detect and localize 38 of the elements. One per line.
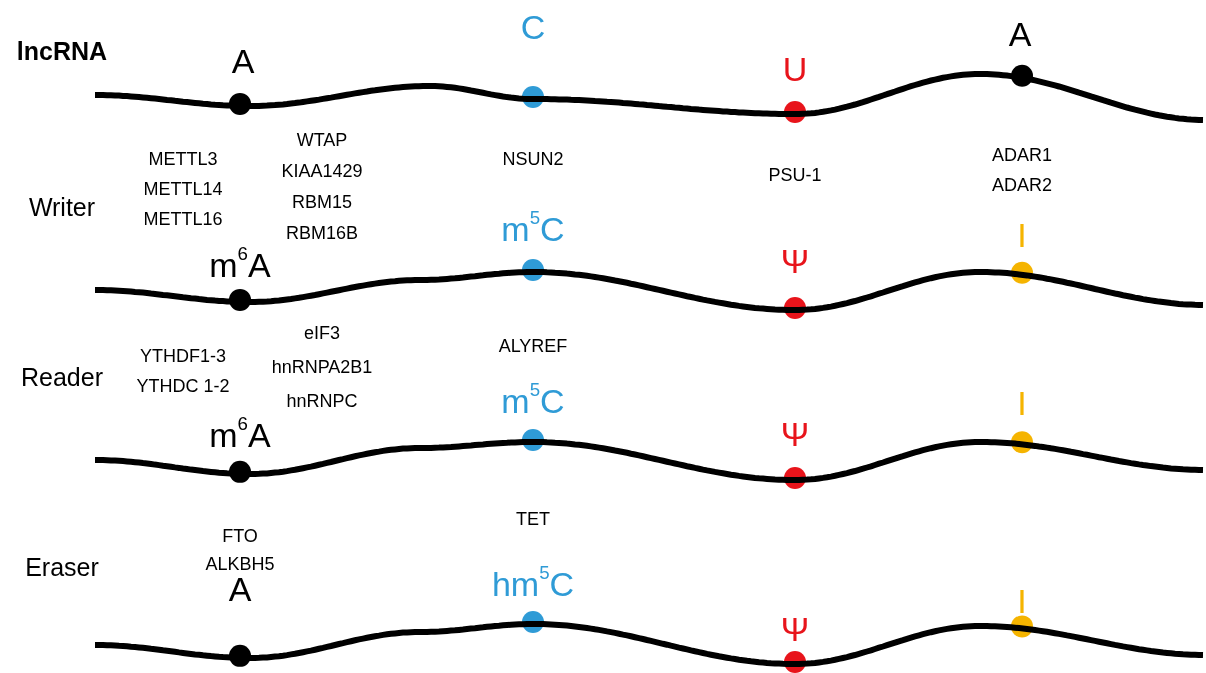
enzyme-name: ADAR2 <box>992 176 1052 196</box>
enzyme-name: YTHDC 1-2 <box>136 377 230 397</box>
nucleotide-label: m$^{6}$A <box>209 417 271 455</box>
row-heading: Reader <box>21 364 103 392</box>
nucleotide-label: U <box>782 51 808 89</box>
row-heading: lncRNA <box>16 38 108 66</box>
nucleotide-label: Ψ <box>780 416 810 454</box>
enzyme-name: eIF3 <box>304 324 340 344</box>
enzyme-name: hnRNPA2B1 <box>271 358 373 378</box>
nucleotide-label: Ψ <box>780 243 810 281</box>
enzyme-name: TET <box>516 510 550 530</box>
row-heading: Eraser <box>25 554 99 582</box>
nucleotide-label: A <box>1008 16 1032 54</box>
nucleotide-label: A <box>231 43 255 81</box>
nucleotide-label: I <box>1017 217 1027 255</box>
nucleotide-label: m$^{5}$C <box>501 383 565 421</box>
enzyme-name: METTL16 <box>143 210 223 230</box>
nucleotide-label: C <box>520 9 546 47</box>
nucleotide-label: hm$^{5}$C <box>491 566 575 604</box>
enzyme-name: PSU-1 <box>768 166 822 186</box>
enzyme-name: NSUN2 <box>502 150 564 170</box>
enzyme-name: METTL3 <box>148 150 218 170</box>
nucleotide-label: I <box>1017 385 1027 423</box>
enzyme-name: ALYREF <box>498 337 568 357</box>
enzyme-name: ADAR1 <box>992 146 1052 166</box>
enzyme-name: RBM16B <box>286 224 358 244</box>
nucleotide-label: I <box>1017 583 1027 621</box>
enzyme-name: YTHDF1-3 <box>140 347 226 367</box>
enzyme-name: hnRNPC <box>286 392 358 412</box>
enzyme-name: KIAA1429 <box>281 162 363 182</box>
enzyme-name: FTO <box>222 527 258 547</box>
nucleotide-label: Ψ <box>780 611 810 649</box>
nucleotide-label: m$^{6}$A <box>209 247 271 285</box>
row-heading: Writer <box>28 194 96 222</box>
enzyme-name: RBM15 <box>292 193 352 213</box>
enzyme-name: WTAP <box>296 131 348 151</box>
enzyme-name: METTL14 <box>143 180 223 200</box>
nucleotide-label: m$^{5}$C <box>501 211 565 249</box>
